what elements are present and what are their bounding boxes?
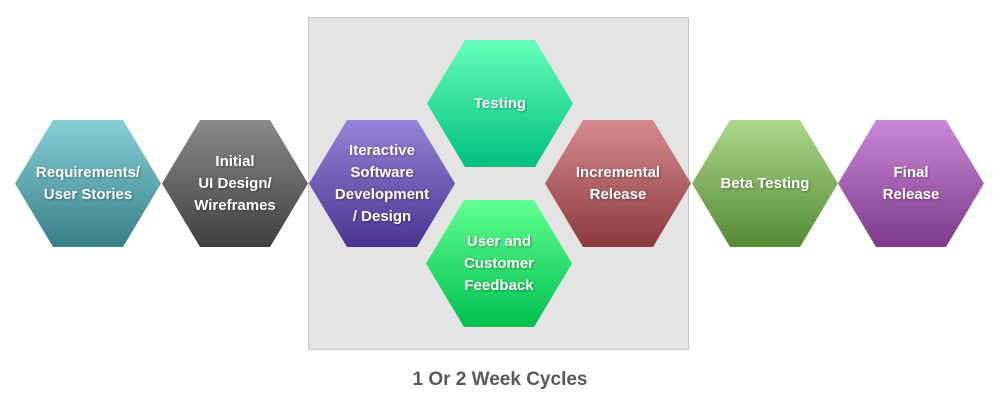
- step-label-user-feedback: User and Customer Feedback: [463, 232, 534, 294]
- step-label-testing: Testing: [473, 94, 527, 112]
- step-label-incremental-release: Incremental Release: [575, 163, 661, 203]
- hexagon-beta-testing: [692, 120, 838, 247]
- step-label-iterative-development: Iteractive Software Development / Design: [334, 141, 430, 225]
- hexagon-initial-design: [162, 120, 308, 247]
- hexagon-requirements: [15, 120, 161, 247]
- hexagon-iterative-development: [309, 120, 455, 247]
- cycle-caption: 1 Or 2 Week Cycles: [412, 369, 588, 390]
- step-label-final-release: Final Release: [882, 163, 940, 203]
- step-label-requirements: Requirements/ User Stories: [35, 163, 141, 203]
- hexagon-incremental-release: [545, 120, 691, 247]
- hexagon-final-release: [838, 120, 984, 247]
- step-label-beta-testing: Beta Testing: [720, 174, 810, 192]
- hexagon-testing: [427, 40, 573, 167]
- step-label-initial-design: Initial UI Design/ Wireframes: [194, 152, 276, 214]
- hexagon-user-feedback: [426, 200, 572, 327]
